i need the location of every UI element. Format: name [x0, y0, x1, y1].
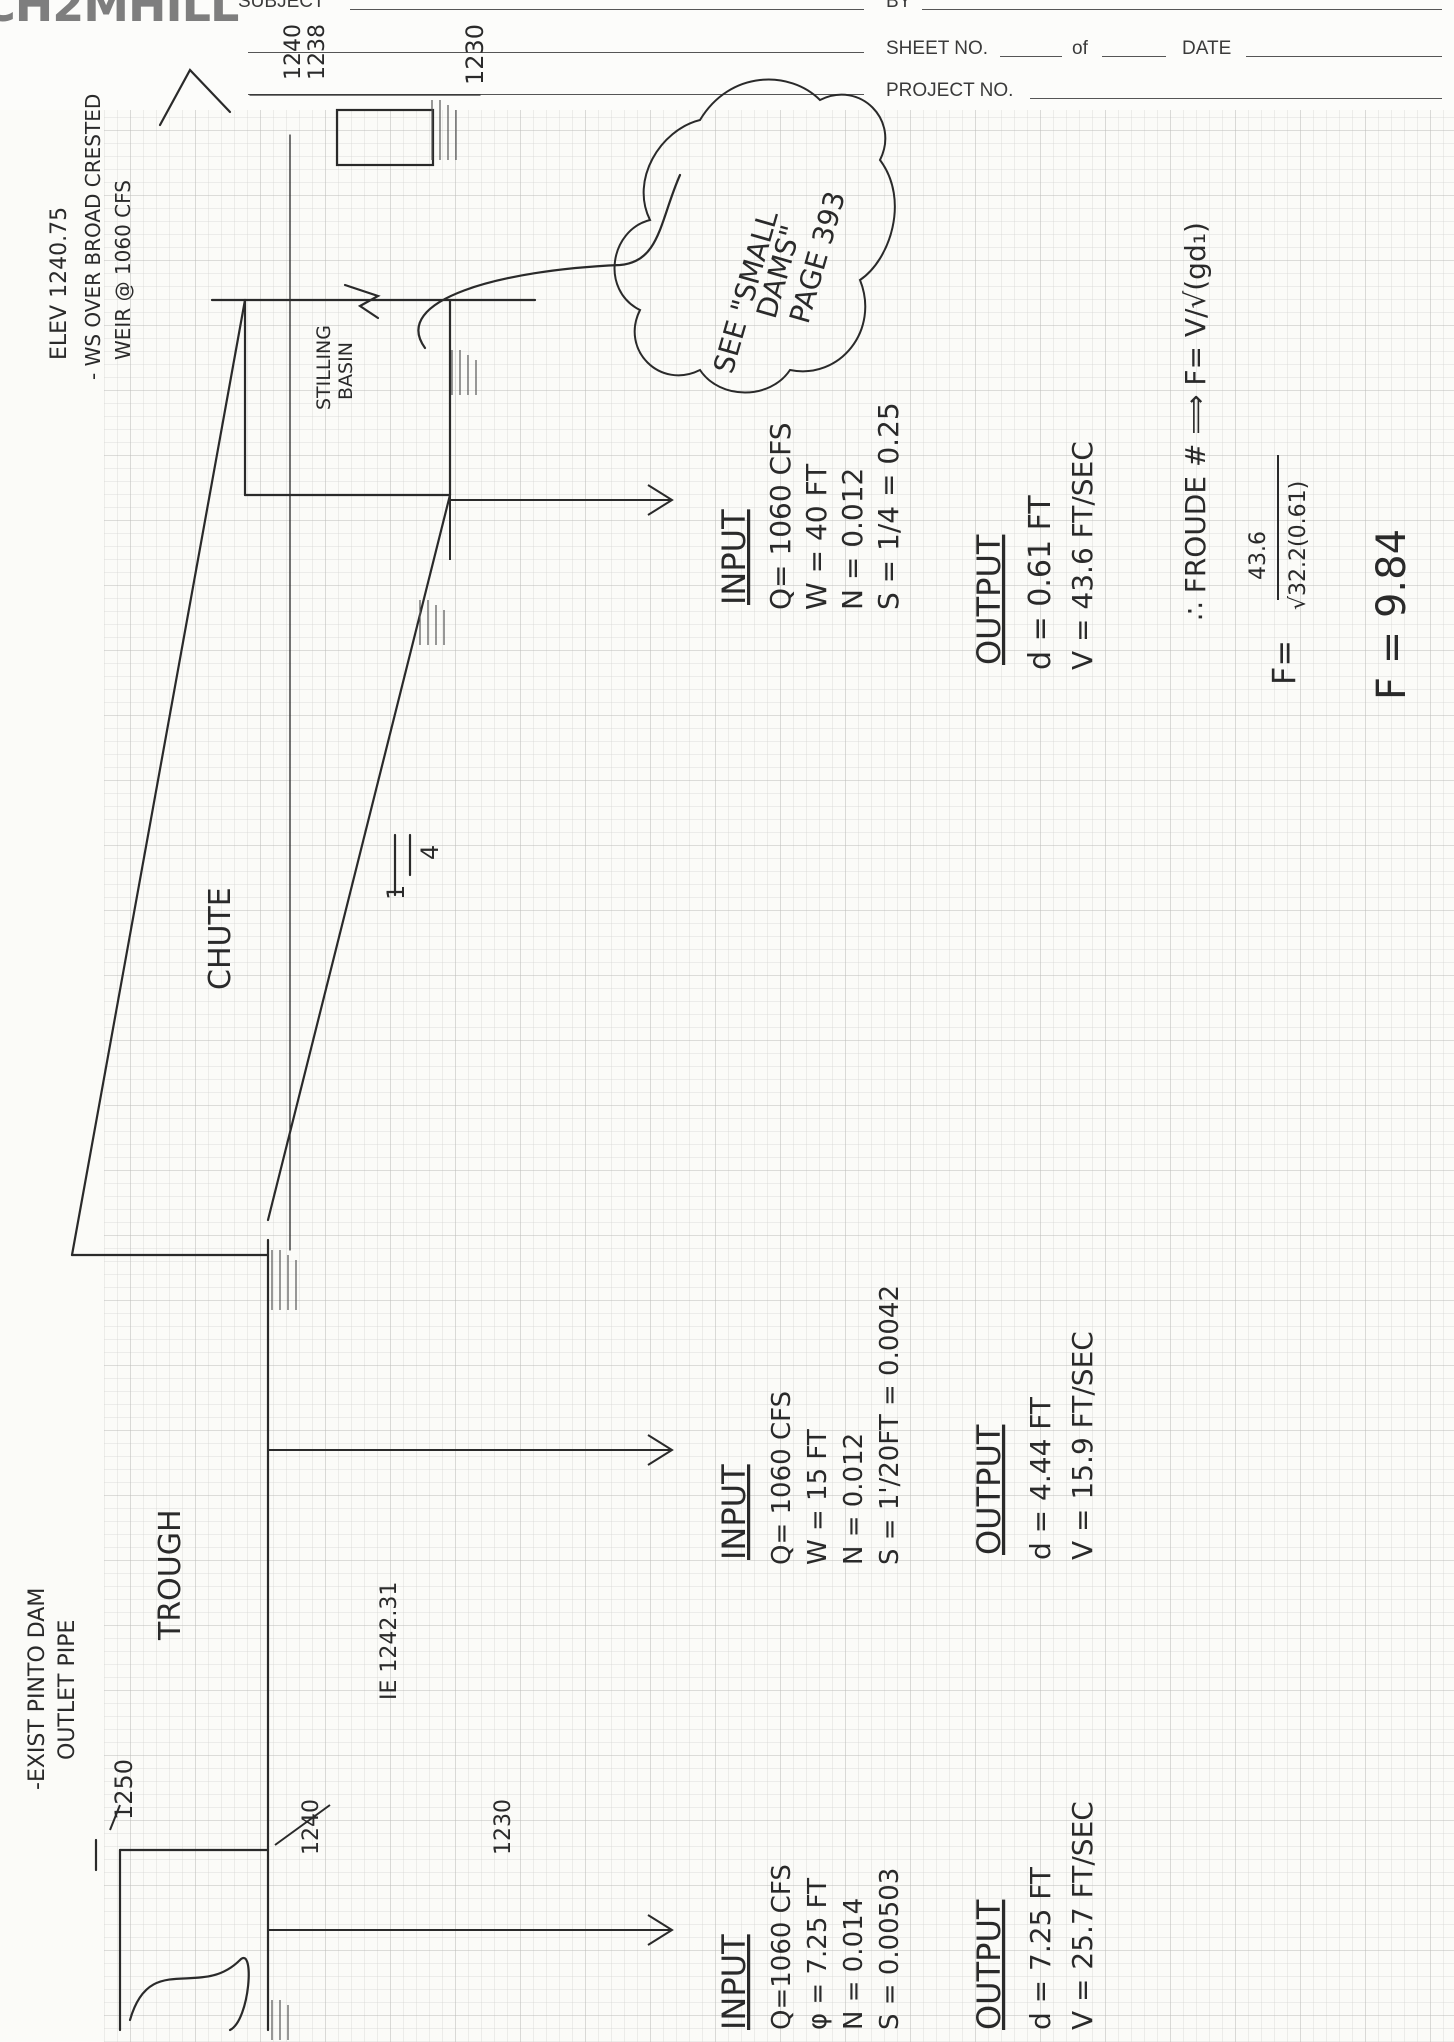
trough-calc-block: INPUT Q=1060 CFS φ = 7.25 FT N = 0.014 S…: [715, 1801, 1099, 2030]
hatch-weir: [431, 100, 457, 160]
subject-label: SUBJECT: [238, 0, 325, 12]
date-line: [1246, 56, 1442, 57]
company-logo: CH2MHILL: [0, 0, 239, 32]
hatch-trough: [271, 1250, 297, 1310]
weir-note-2: WEIR @ 1060 CFS: [111, 180, 135, 360]
note-cloud: [613, 78, 896, 394]
basin-output-line-1: d = 0.61 FT: [1023, 495, 1058, 670]
stilling-basin-label-2: BASIN: [335, 342, 357, 400]
chute-output-line-1: d = 4.44 FT: [1024, 1396, 1057, 1560]
dimension-arrows: [109, 484, 674, 1946]
elev-1230-left: 1230: [491, 1799, 516, 1855]
hatching-group: [271, 100, 477, 2040]
ie-leader: [274, 1804, 331, 1846]
basin-input-line-3: N = 0.012: [836, 468, 869, 610]
cloud-leader: [417, 173, 682, 350]
by-line: [922, 9, 1442, 10]
trough-label: TROUGH: [153, 1509, 188, 1641]
sheet-no-line: [1000, 56, 1062, 57]
chute-label: CHUTE: [203, 887, 238, 990]
of-line: [1102, 56, 1166, 57]
date-label: DATE: [1182, 38, 1232, 59]
sheet-no-label: SHEET NO.: [886, 38, 989, 59]
chute-input-line-3: N = 0.012: [839, 1433, 869, 1565]
hatch-chute: [419, 600, 445, 645]
hatch-basin: [451, 350, 477, 395]
weir-leader: [158, 68, 232, 127]
trough-output-line-1: d = 7.25 FT: [1024, 1866, 1057, 2030]
grid-major: [104, 110, 1454, 2042]
basin-input-line-1: Q= 1060 CFS: [764, 423, 797, 611]
f-eq-left: F=: [1265, 640, 1303, 685]
chute-input-title: INPUT: [715, 1464, 753, 1560]
trough-output-line-2: V = 25.7 FT/SEC: [1066, 1801, 1099, 2030]
f-result: F = 9.84: [1369, 529, 1415, 700]
elev-1230-top: 1230: [461, 24, 489, 85]
basin-input-line-2: W = 40 FT: [800, 463, 833, 610]
weir-box: [335, 108, 435, 167]
elev-1250-left: 1250: [110, 1759, 138, 1820]
slope-den: 4: [416, 845, 444, 860]
hatch-outlet: [271, 2000, 289, 2040]
project-no-line: [1030, 98, 1442, 99]
subject-line: [350, 9, 864, 10]
basin-input-title: INPUT: [715, 509, 753, 605]
arrowhead-chute: [647, 1434, 674, 1466]
chute-input-line-1: Q= 1060 CFS: [767, 1391, 797, 1565]
f-denominator: √32.2(0.61): [1286, 481, 1311, 610]
basin-output-title: OUTPUT: [970, 534, 1008, 665]
arrowhead-trough: [647, 1914, 674, 1946]
ie-label: IE 1242.31: [377, 1582, 402, 1700]
elev-1240-left: 1240: [299, 1799, 324, 1855]
stilling-basin-label-1: STILLING: [313, 325, 335, 410]
trough-output-title: OUTPUT: [970, 1899, 1008, 2030]
header-rule-1: [248, 52, 864, 53]
basin-calc-block: INPUT Q= 1060 CFS W = 40 FT N = 0.012 S …: [715, 222, 1415, 700]
f-numerator: 43.6: [1246, 531, 1271, 580]
slope-num: 1: [382, 885, 410, 900]
chute-input-line-4: S = 1'/20FT = 0.0042: [875, 1285, 905, 1565]
chute-output-title: OUTPUT: [970, 1424, 1008, 1555]
exist-pipe-label-2: OUTLET PIPE: [55, 1620, 80, 1760]
trough-input-line-2: φ = 7.25 FT: [803, 1878, 833, 2030]
arrowhead-basin: [647, 484, 674, 516]
project-no-label: PROJECT NO.: [886, 80, 1014, 101]
pipe-curve: [128, 1956, 250, 2032]
trough-input-line-1: Q=1060 CFS: [767, 1864, 797, 2030]
elev-1240-top: 1240: [281, 24, 306, 80]
header-rule-2: [248, 94, 864, 95]
chute-output-line-2: V = 15.9 FT/SEC: [1066, 1331, 1099, 1560]
trough-input-title: INPUT: [715, 1934, 753, 2030]
pipe-leader: [109, 1804, 121, 1831]
break-mark: [343, 283, 381, 320]
froude-line: ∴ FROUDE # ⟹ F= V/√(gd₁): [1179, 222, 1212, 620]
basin-input-line-4: S = 1/4 = 0.25: [872, 402, 905, 610]
basin-output-line-2: V = 43.6 FT/SEC: [1066, 441, 1099, 670]
trough-input-line-4: S = 0.00503: [875, 1868, 905, 2030]
trough-input-line-3: N = 0.014: [839, 1898, 869, 2030]
exist-pipe-label-1: -EXIST PINTO DAM: [25, 1588, 50, 1790]
chute-input-line-2: W = 15 FT: [803, 1429, 833, 1565]
elev-1238-top: 1238: [305, 24, 330, 80]
weir-note-1: - WS OVER BROAD CRESTED: [81, 94, 105, 380]
chute-calc-block: INPUT Q= 1060 CFS W = 15 FT N = 0.012 S …: [715, 1285, 1099, 1565]
by-label: BY: [886, 0, 912, 12]
chute-top-line: [70, 298, 247, 1257]
weir-elev-label: ELEV 1240.75: [47, 207, 72, 360]
of-label: of: [1072, 38, 1088, 59]
